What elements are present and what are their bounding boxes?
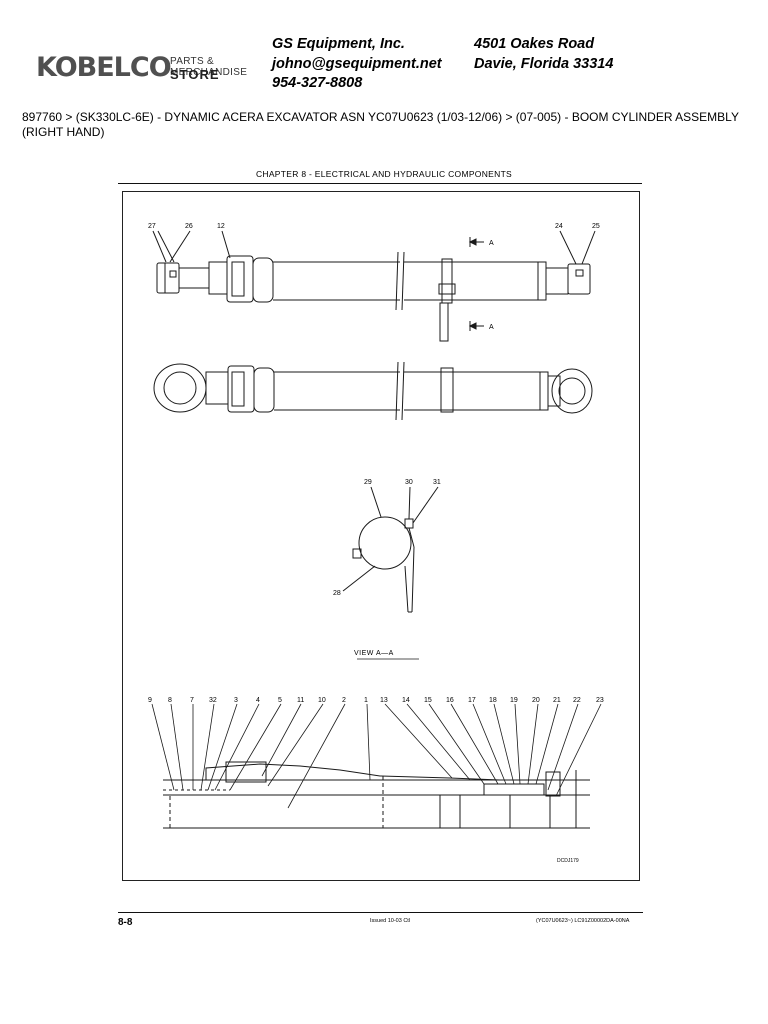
- contact-phone[interactable]: 954-327-8808: [272, 75, 363, 91]
- contact-block-left: GS Equipment, Inc. johno@gsequipment.net…: [272, 35, 442, 94]
- contact-email[interactable]: johno@gsequipment.net: [272, 55, 442, 72]
- sheet-top-rule: [118, 183, 642, 184]
- document-code: (YC07U0623~) LC91Z00002DA-00NA: [536, 918, 630, 924]
- company-name: GS Equipment, Inc.: [272, 36, 405, 52]
- page-number: 8-8: [118, 917, 133, 928]
- city-address: Davie, Florida 33314: [474, 55, 614, 72]
- street-address: 4501 Oakes Road: [474, 36, 595, 52]
- issued-date: Issued 10-03 Ctl: [370, 918, 411, 924]
- footer-rule: [118, 912, 643, 913]
- breadcrumb: 897760 > (SK330LC-6E) - DYNAMIC ACERA EX…: [22, 110, 739, 139]
- contact-block-right: 4501 Oakes Road Davie, Florida 33314: [474, 35, 613, 74]
- logo-store-label: STORE: [170, 67, 220, 82]
- logo-tagline: PARTS & MERCHANDISE: [170, 56, 248, 78]
- logo-wordmark: KOBELCO: [36, 52, 172, 83]
- kobelco-logo[interactable]: KOBELCO PARTS & MERCHANDISE STORE: [36, 52, 286, 88]
- chapter-title: CHAPTER 8 - ELECTRICAL AND HYDRAULIC COM…: [255, 169, 513, 179]
- diagram-frame: [122, 191, 640, 881]
